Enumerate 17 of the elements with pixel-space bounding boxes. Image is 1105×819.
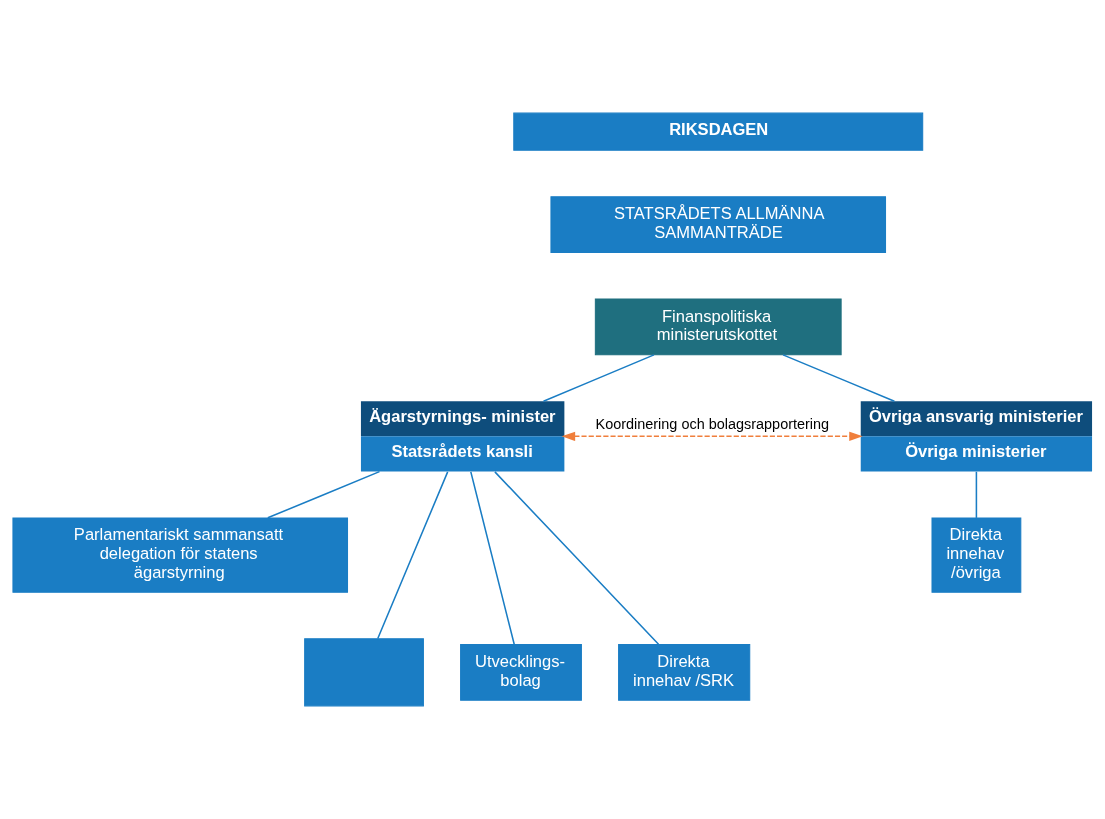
- node-box: Direkta innehav /övriga: [931, 517, 1022, 593]
- connector: [267, 470, 381, 519]
- connector: [975, 471, 978, 519]
- node-box: Parlamentariskt sammansatt delegation för statens ägarstyrning: [12, 517, 349, 593]
- connector: [542, 354, 655, 402]
- node-box: Finanspolitiska ministerutskottet: [594, 298, 842, 356]
- node-box: RIKSDAGEN: [513, 112, 924, 151]
- node-box: Direkta innehav /SRK: [618, 643, 751, 701]
- connector: [470, 471, 515, 646]
- node-box: [304, 638, 424, 707]
- connector: [377, 471, 449, 640]
- connector: [782, 354, 896, 402]
- connector: [494, 471, 660, 646]
- node-box: Utvecklings- bolag: [460, 643, 582, 701]
- arrow: [561, 431, 863, 442]
- edge-label: Koordinering och bolagsrapportering: [595, 416, 830, 433]
- node-box: STATSRÅDETS ALLMÄNNA SAMMANTRÄDE: [550, 196, 887, 254]
